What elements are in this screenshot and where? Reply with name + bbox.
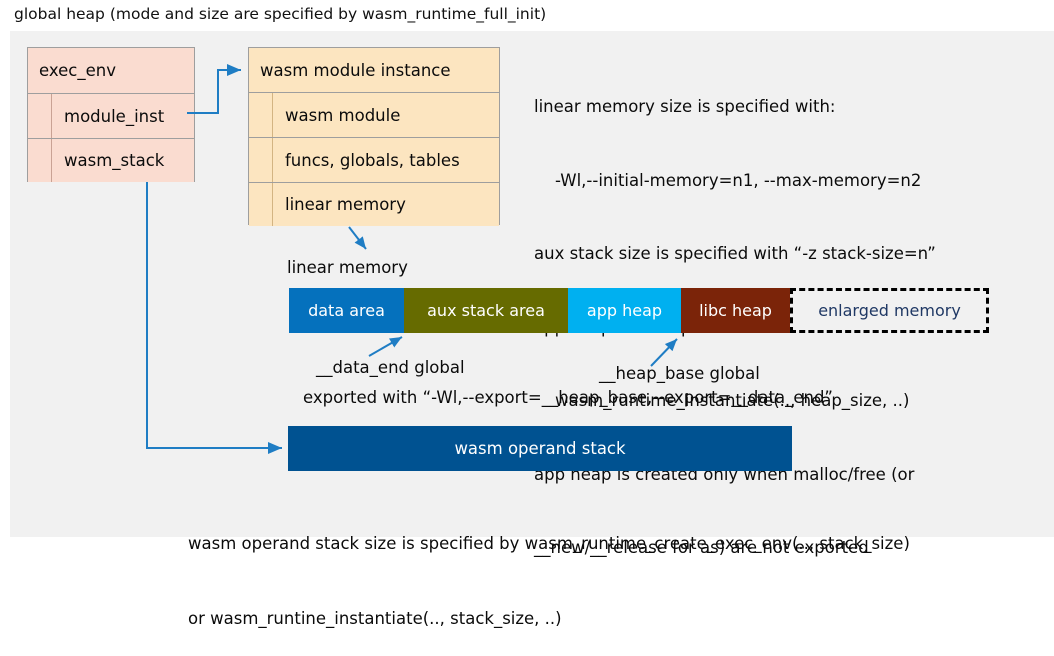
linear-memory-bar-label: linear memory <box>287 258 408 277</box>
funcs-globals-tables-label: funcs, globals, tables <box>285 150 460 170</box>
note-line: aux stack size is specified with “-z sta… <box>534 244 936 263</box>
page-title: global heap (mode and size are specified… <box>14 5 547 23</box>
annotation-heap-base-global: __heap_base global <box>599 364 760 383</box>
wasm-stack-label: wasm_stack <box>64 151 165 170</box>
exec-env-label: exec_env <box>39 61 116 80</box>
annotation-data-end-global: __data_end global <box>316 358 465 377</box>
memory-segment-libc-heap: libc heap <box>681 288 790 333</box>
memory-segment-enlarged-memory: enlarged memory <box>790 288 989 333</box>
struct-row-wasm-stack: wasm_stack <box>28 138 194 182</box>
exec-env-box: exec_env module_inst wasm_stack <box>27 47 195 182</box>
wasm-operand-stack-bar: wasm operand stack <box>288 426 792 471</box>
indent-gutter <box>28 94 52 138</box>
struct-row-wasm-module: wasm module <box>249 92 499 137</box>
indent-gutter <box>249 183 273 226</box>
struct-row-exec-env: exec_env <box>28 48 194 93</box>
wasm-module-instance-label: wasm module instance <box>260 60 451 80</box>
note-line: -Wl,--initial-memory=n1, --max-memory=n2 <box>534 170 922 190</box>
memory-segment-app-heap: app heap <box>568 288 681 333</box>
wasm-module-instance-box: wasm module instance wasm module funcs, … <box>248 47 500 226</box>
note-line: wasm_runtime_instantiate(.., heap_size, … <box>534 391 910 410</box>
struct-row-module-inst: module_inst <box>28 93 194 138</box>
note-line: wasm operand stack size is specified by … <box>188 534 910 553</box>
indent-gutter <box>249 138 273 182</box>
module-inst-label: module_inst <box>64 106 165 126</box>
annotation-exported-with: exported with “-Wl,--export=__heap_base,… <box>303 388 833 407</box>
struct-row-linear-memory: linear memory <box>249 182 499 226</box>
memory-segment-aux-stack-area: aux stack area <box>404 288 568 333</box>
wasm-operand-stack-note: wasm operand stack size is specified by … <box>188 481 910 656</box>
indent-gutter <box>28 139 52 182</box>
wasm-module-label: wasm module <box>285 105 401 125</box>
struct-row-wasm-module-instance: wasm module instance <box>249 48 499 92</box>
note-line: or wasm_runtine_instantiate(.., stack_si… <box>188 609 562 628</box>
indent-gutter <box>249 93 273 137</box>
struct-row-funcs-globals-tables: funcs, globals, tables <box>249 137 499 182</box>
linear-memory-bar: data area aux stack area app heap libc h… <box>289 288 989 333</box>
note-line: linear memory size is specified with: <box>534 97 836 116</box>
memory-segment-data-area: data area <box>289 288 404 333</box>
linear-memory-row-label: linear memory <box>285 195 406 214</box>
